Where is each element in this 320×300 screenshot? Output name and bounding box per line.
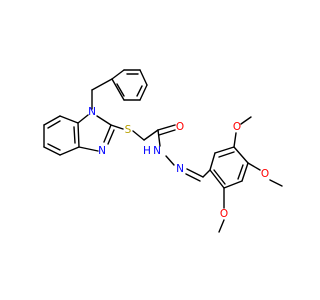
bond [139, 69, 148, 86]
atom-label-o-carbonyl: O [176, 121, 184, 133]
bond [111, 69, 125, 80]
bond [91, 78, 113, 91]
bond [218, 151, 235, 158]
bond [47, 143, 61, 151]
bond [157, 129, 161, 147]
atom-label-n-imine: N [176, 163, 184, 175]
bond [59, 146, 80, 156]
bond [78, 146, 99, 152]
bond [214, 146, 235, 154]
bond [213, 169, 226, 185]
bond [43, 115, 61, 126]
atom-label-n3: N [98, 145, 106, 157]
bond [209, 169, 225, 189]
bond [233, 146, 249, 164]
bond [47, 120, 61, 129]
bond [110, 124, 124, 130]
bond [96, 115, 112, 126]
bond [59, 115, 79, 124]
bond [116, 83, 125, 97]
bond [111, 78, 125, 101]
atom-label-o-top: O [233, 121, 241, 133]
bond [165, 155, 175, 166]
atom-label-nh-n: N [153, 145, 161, 157]
atom-label-nh-h: H [143, 145, 151, 157]
bond [139, 84, 148, 101]
bond [223, 180, 243, 189]
bond [185, 173, 201, 182]
bond [157, 124, 176, 131]
bond [107, 129, 115, 145]
bond [158, 129, 176, 136]
bond [73, 126, 76, 144]
bond [43, 146, 61, 156]
bond [247, 162, 261, 171]
bond [143, 129, 159, 141]
bond [186, 168, 204, 178]
atom-label-s: S [125, 124, 132, 136]
bond [77, 122, 80, 148]
atom-label-o-bot: O [220, 208, 228, 220]
bonds [43, 69, 283, 233]
atom-labels: N N S O H N N O O O [88, 106, 269, 220]
bond [233, 132, 237, 148]
atom-label-n1: N [88, 106, 96, 118]
bond [269, 179, 283, 187]
bond [132, 130, 145, 141]
atom-label-o-mid: O [261, 168, 269, 180]
bond [241, 162, 249, 182]
bond [237, 164, 244, 180]
bond [240, 116, 252, 125]
bond [209, 152, 216, 171]
bond [218, 219, 225, 233]
bond [77, 114, 89, 124]
bond [103, 124, 112, 143]
molecule-structure-drawing: N N S O H N N O O O [43, 69, 283, 233]
bond [136, 85, 143, 97]
bond [202, 169, 211, 178]
